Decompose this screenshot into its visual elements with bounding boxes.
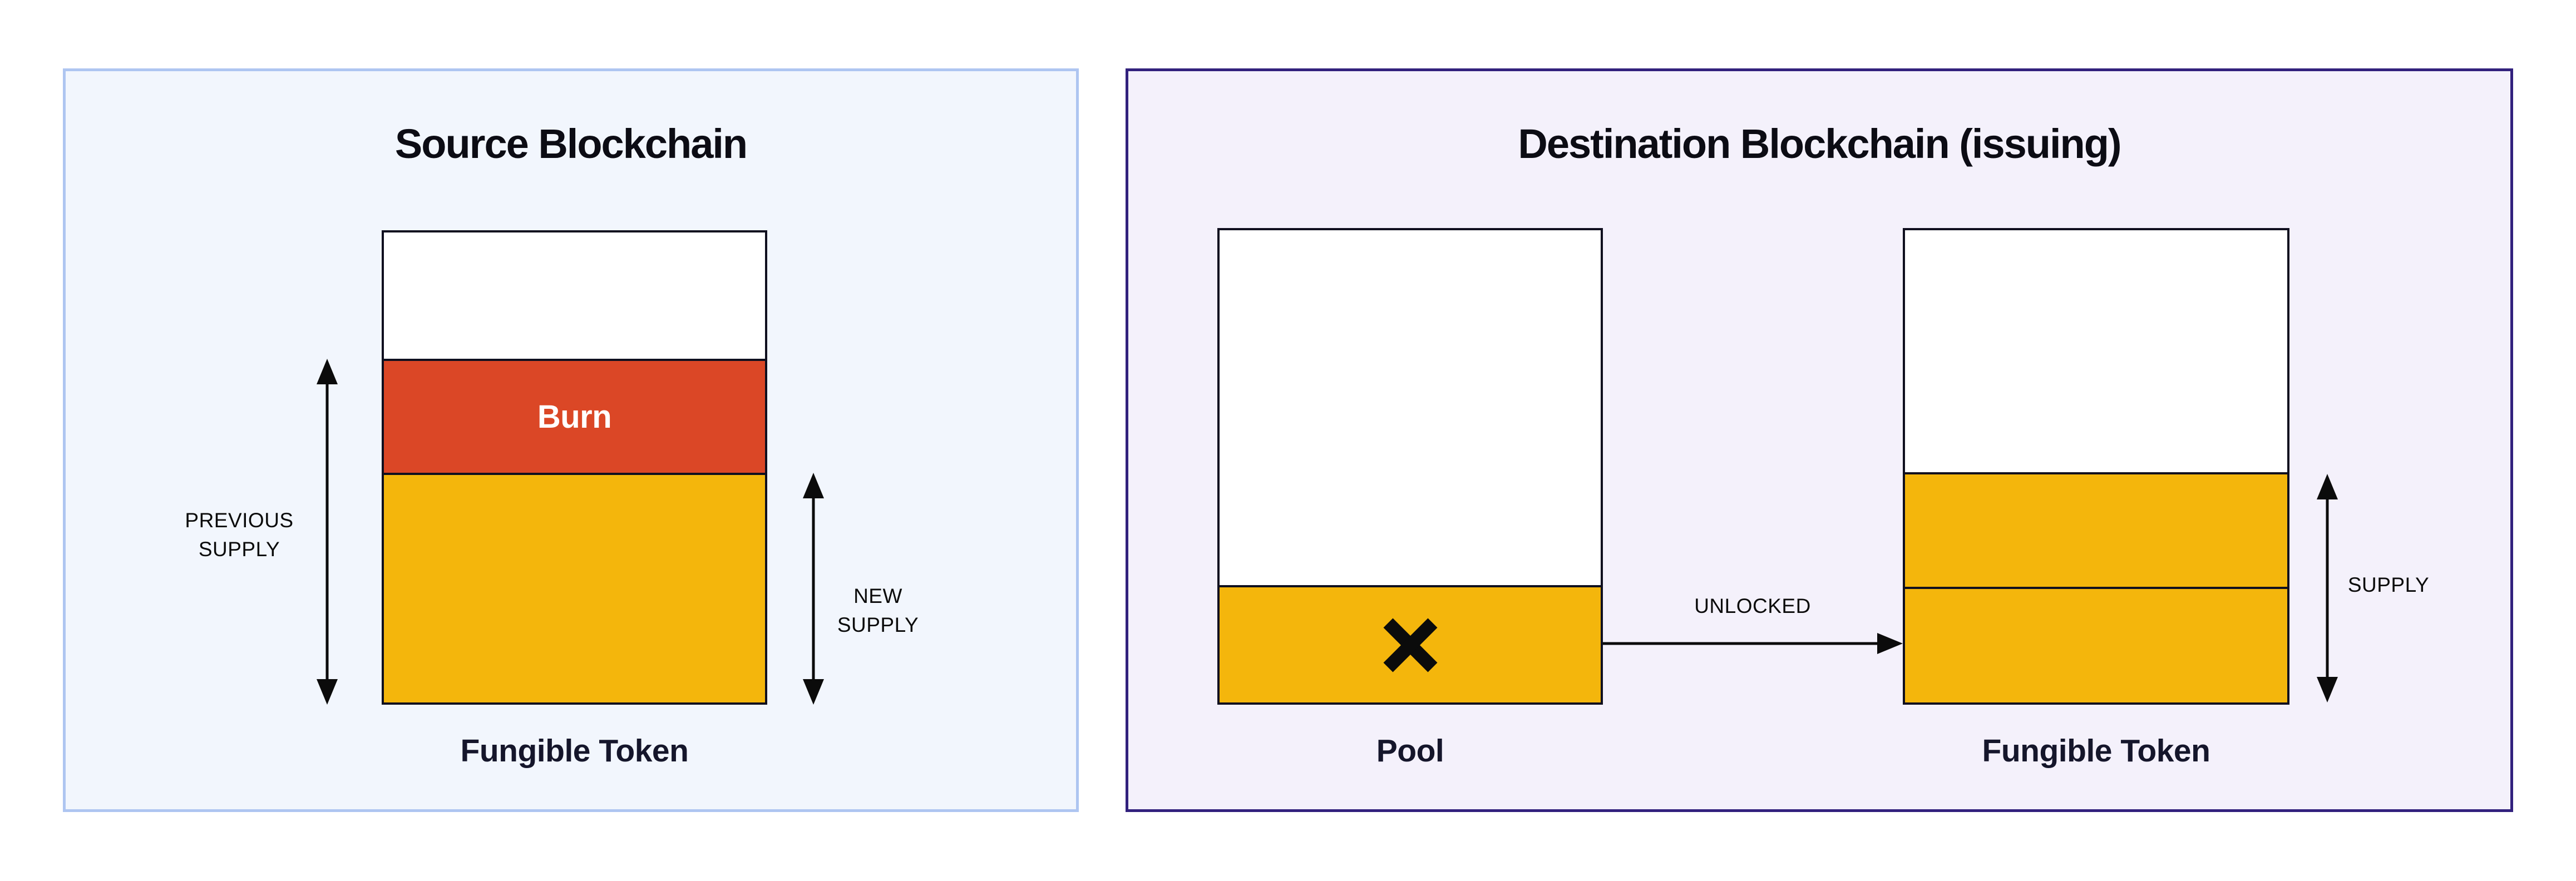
- supply-arrow: [2315, 474, 2340, 702]
- destination-bar-existing-supply-segment: [1905, 472, 2287, 587]
- new-supply-label: NEW SUPPLY: [837, 585, 919, 636]
- destination-panel-title: Destination Blockchain (issuing): [1518, 121, 2121, 167]
- source-bar-empty-segment: [384, 232, 765, 359]
- source-blockchain-panel: Source Blockchain Burn PREVIOUS SUPPLY N…: [63, 68, 1079, 812]
- unlocked-label: UNLOCKED: [1694, 595, 1811, 617]
- pool-locked-segment: [1220, 585, 1601, 702]
- destination-fungible-token-bar: [1903, 228, 2289, 705]
- source-panel-title: Source Blockchain: [394, 121, 748, 167]
- arrow-right-icon: [1603, 633, 1903, 654]
- source-bar-burn-segment: Burn: [384, 359, 765, 473]
- previous-supply-label: PREVIOUS SUPPLY: [185, 509, 294, 561]
- source-bar-supply-segment: [384, 473, 765, 702]
- supply-label: SUPPLY: [2347, 573, 2430, 596]
- double-arrow-vertical-icon: [317, 359, 338, 705]
- double-arrow-vertical-icon: [2317, 474, 2338, 702]
- source-fungible-token-bar: Burn: [382, 230, 767, 705]
- pool-caption: Pool: [1376, 733, 1444, 769]
- destination-bar-caption: Fungible Token: [1982, 733, 2210, 769]
- new-supply-arrow: [801, 473, 826, 705]
- destination-bar-empty-segment: [1905, 230, 2287, 472]
- pool-bar: [1217, 228, 1603, 705]
- x-icon: [1383, 618, 1437, 672]
- source-bar-caption: Fungible Token: [460, 733, 689, 769]
- pool-empty-segment: [1220, 230, 1601, 585]
- destination-blockchain-panel: Destination Blockchain (issuing) Pool UN…: [1126, 68, 2513, 812]
- previous-supply-arrow: [315, 359, 339, 705]
- unlocked-arrow: [1603, 631, 1903, 656]
- destination-bar-unlocked-supply-segment: [1905, 587, 2287, 702]
- burn-label: Burn: [537, 399, 612, 435]
- double-arrow-vertical-icon: [803, 473, 824, 705]
